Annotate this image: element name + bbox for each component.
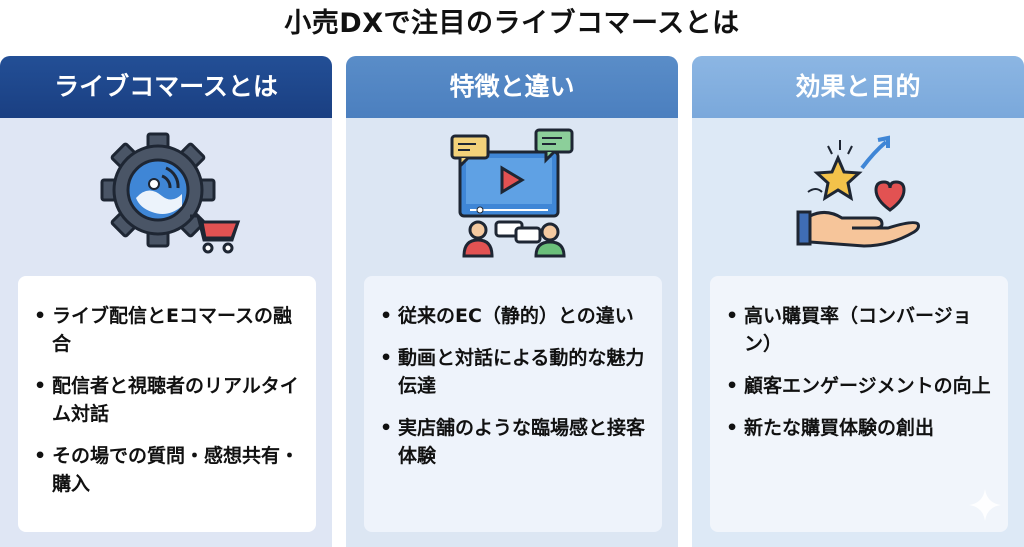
list-item: 新たな購買体験の創出 [724, 414, 994, 442]
column-live-commerce: ライブコマースとは [0, 56, 332, 547]
column-header: 特徴と違い [346, 56, 678, 118]
bullet-list: ライブ配信とEコマースの融合 配信者と視聴者のリアルタイム対話 その場での質問・… [18, 276, 316, 498]
list-item: 動画と対話による動的な魅力伝達 [378, 344, 648, 400]
bullet-card: ライブ配信とEコマースの融合 配信者と視聴者のリアルタイム対話 その場での質問・… [18, 276, 316, 532]
bullet-card: 高い購買率（コンバージョン） 顧客エンゲージメントの向上 新たな購買体験の創出 [710, 276, 1008, 532]
hand-star-heart-icon [796, 135, 920, 248]
bullet-card: 従来のEC（静的）との違い 動画と対話による動的な魅力伝達 実店舗のような臨場感… [364, 276, 662, 532]
gear-shopping-cart-icon [100, 132, 241, 254]
list-item: 高い購買率（コンバージョン） [724, 302, 994, 358]
video-chat-people-icon [450, 128, 574, 258]
column-features: 特徴と違い 従来のEC（静的）との違い 動画と対話による動的な [346, 56, 678, 547]
list-item: 配信者と視聴者のリアルタイム対話 [32, 372, 302, 428]
list-item: 従来のEC（静的）との違い [378, 302, 648, 330]
list-item: ライブ配信とEコマースの融合 [32, 302, 302, 358]
sparkle-icon [969, 489, 1001, 521]
page-title: 小売DXで注目のライブコマースとは [284, 8, 740, 39]
bullet-list: 従来のEC（静的）との違い 動画と対話による動的な魅力伝達 実店舗のような臨場感… [364, 276, 662, 470]
column-header: 効果と目的 [692, 56, 1024, 118]
column-header: ライブコマースとは [0, 56, 332, 118]
column-effects: 効果と目的 高い購買率（コンバージョン） 顧客エンゲージメントの向上 新たな購買… [692, 56, 1024, 547]
list-item: その場での質問・感想共有・購入 [32, 442, 302, 498]
list-item: 顧客エンゲージメントの向上 [724, 372, 994, 400]
list-item: 実店舗のような臨場感と接客体験 [378, 414, 648, 470]
bullet-list: 高い購買率（コンバージョン） 顧客エンゲージメントの向上 新たな購買体験の創出 [710, 276, 1008, 442]
